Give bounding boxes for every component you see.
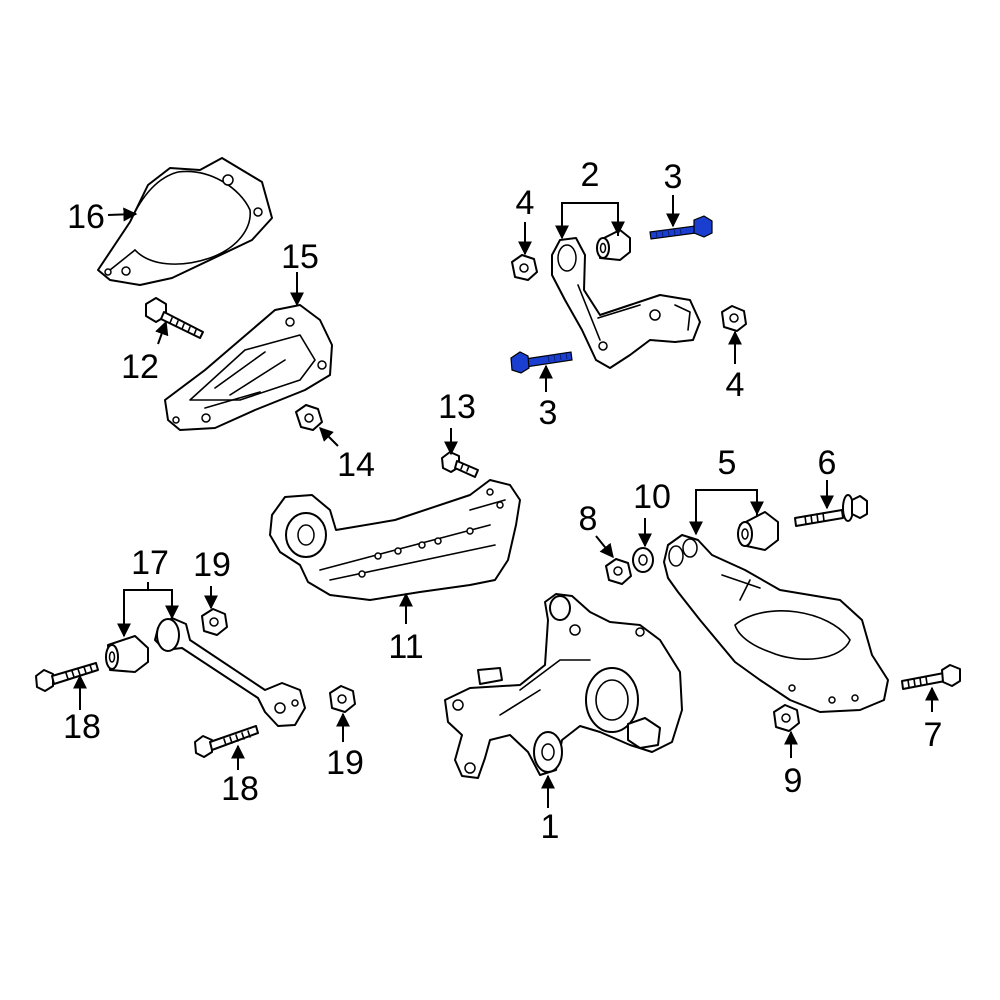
callout-9: 9: [784, 762, 803, 800]
part-5-bushing[interactable]: [737, 511, 779, 551]
callout-10: 10: [633, 478, 671, 516]
callout-4-left: 4: [516, 184, 535, 222]
part-2-bushing[interactable]: [596, 229, 631, 261]
callout-16: 16: [67, 198, 105, 236]
part-18-bolt-lower[interactable]: [194, 725, 259, 758]
callout-12: 12: [121, 348, 159, 386]
part-6-bolt[interactable]: [794, 494, 868, 527]
leader-lines: [73, 195, 939, 808]
part-8-nut[interactable]: [605, 558, 632, 585]
part-19-nut-upper[interactable]: [201, 608, 228, 636]
part-10-washer[interactable]: [632, 547, 654, 573]
part-4-nut-left[interactable]: [511, 254, 538, 281]
part-17-bushing[interactable]: [105, 635, 149, 673]
part-3-bolt-lower[interactable]: [510, 351, 573, 374]
part-5-lower-arm[interactable]: [663, 534, 889, 713]
callout-6: 6: [818, 444, 837, 482]
callout-5: 5: [718, 444, 737, 482]
part-13-bolt[interactable]: [441, 451, 479, 478]
part-15-bracket[interactable]: [164, 304, 333, 431]
part-1-knuckle[interactable]: [444, 593, 683, 779]
callout-4-right: 4: [726, 366, 745, 404]
part-12-bolt[interactable]: [145, 297, 204, 339]
callout-7: 7: [924, 716, 943, 754]
callout-18-lower: 18: [221, 770, 259, 808]
part-9-nut[interactable]: [773, 704, 800, 732]
callout-15: 15: [281, 238, 319, 276]
part-2-upper-arm[interactable]: [551, 237, 701, 369]
part-4-nut-right[interactable]: [721, 305, 747, 332]
callout-8: 8: [579, 500, 598, 538]
callout-14: 14: [337, 446, 375, 484]
callout-3-lower: 3: [539, 394, 558, 432]
callout-19-upper: 19: [193, 546, 231, 584]
part-18-bolt-left[interactable]: [35, 662, 99, 692]
callout-11: 11: [388, 628, 423, 666]
part-3-bolt-upper[interactable]: [649, 215, 713, 240]
part-19-nut-lower[interactable]: [329, 685, 356, 713]
callout-labels: 1 2 3 3 4 4 5 6 7 8 9 10 11 12 13 14 15 …: [63, 156, 942, 846]
part-14-nut[interactable]: [295, 404, 323, 431]
callout-2: 2: [581, 156, 600, 194]
callout-3-upper: 3: [664, 158, 683, 196]
callout-17: 17: [131, 544, 169, 582]
part-17-link-arm[interactable]: [154, 617, 306, 727]
callout-13: 13: [438, 388, 476, 426]
part-11-lower-arm[interactable]: [269, 479, 521, 601]
callout-1: 1: [541, 808, 560, 846]
part-7-bolt[interactable]: [901, 664, 961, 690]
callout-19-lower: 19: [326, 744, 364, 782]
part-16-cover[interactable]: [97, 157, 273, 286]
callout-18-left: 18: [63, 708, 101, 746]
